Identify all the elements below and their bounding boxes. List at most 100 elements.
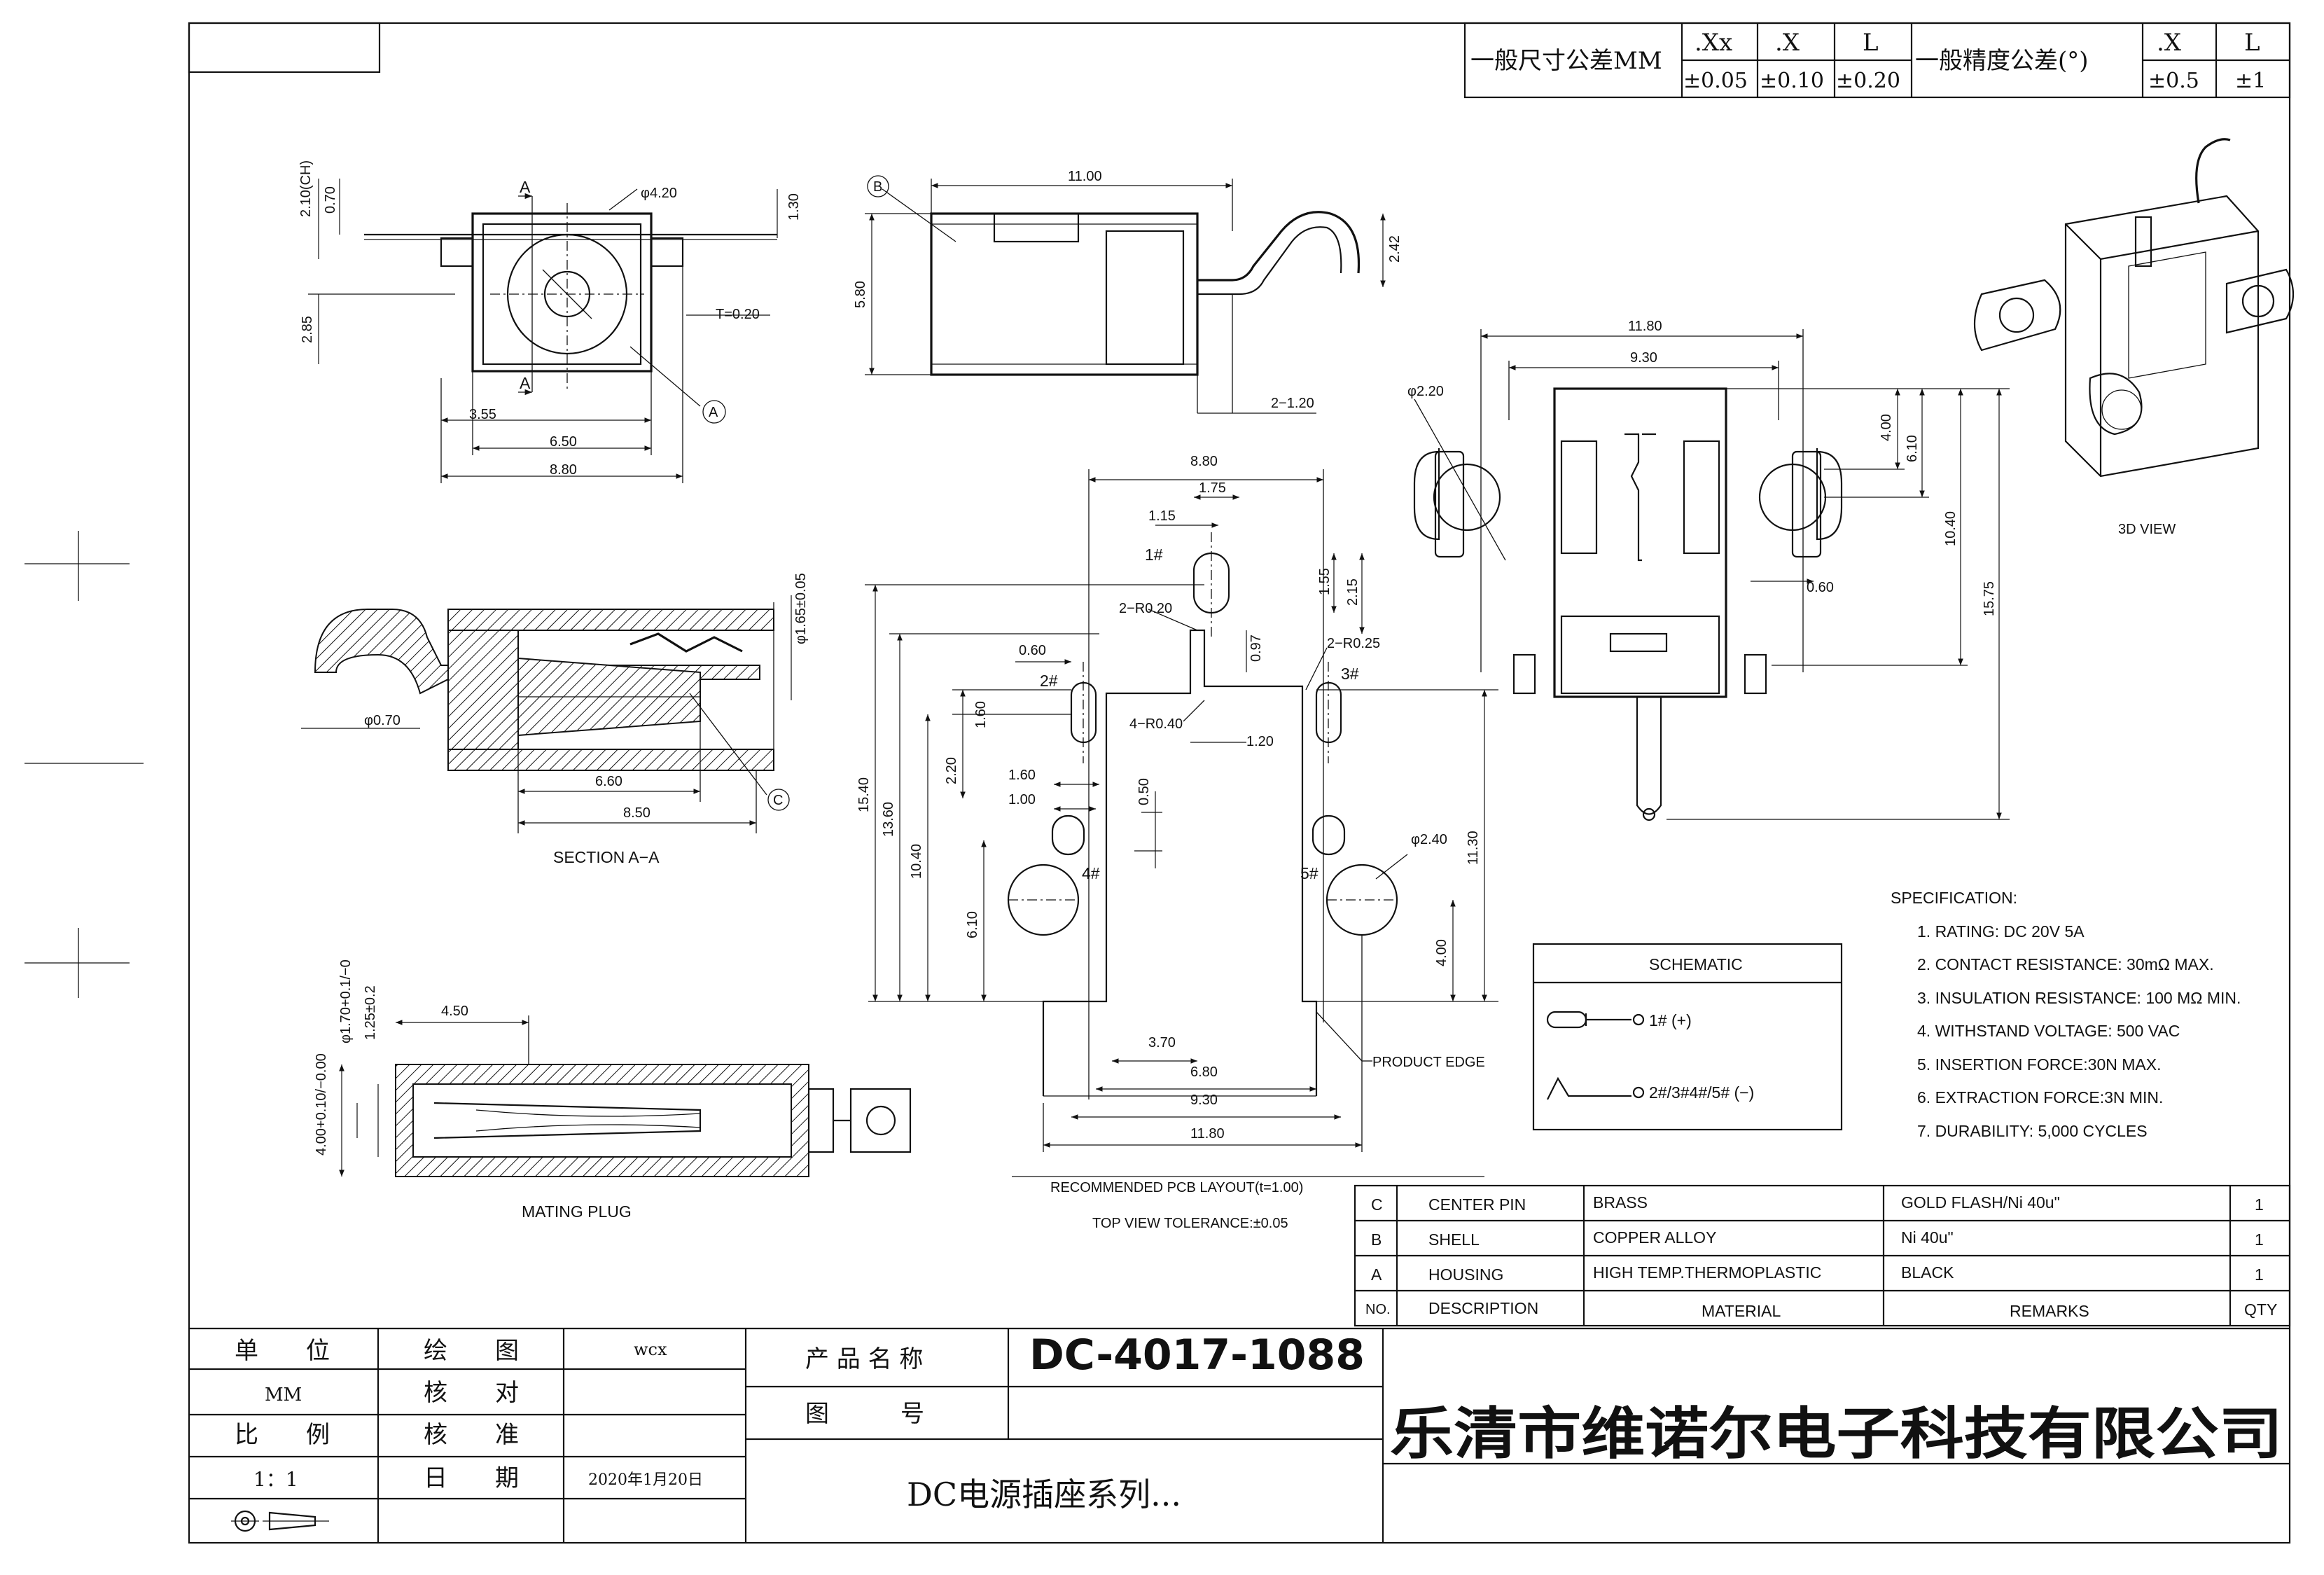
spec-item: 5. INSERTION FORCE:30N MAX. <box>1917 1055 2161 1074</box>
dim-label: 2.10(CH) <box>298 160 314 217</box>
dim-label: 8.80 <box>1190 454 1218 469</box>
bom-row-remarks: GOLD FLASH/Ni 40u" <box>1901 1193 2060 1212</box>
dim-label: φ1.70+0.1/−0 <box>338 959 354 1043</box>
dim-tol-value: ±0.10 <box>1760 69 1824 93</box>
dim-label: 11.80 <box>1190 1126 1225 1142</box>
bottom-view: 11.80 9.30 φ2.20 4.00 6.10 10.40 15.75 0… <box>1407 319 2010 821</box>
dim-label: 2.85 <box>300 316 315 343</box>
bom-header: QTY <box>2244 1300 2277 1319</box>
dim-label: φ2.40 <box>1411 832 1447 847</box>
bom-row-no: B <box>1371 1230 1382 1249</box>
dim-label: 4.50 <box>441 1004 468 1019</box>
dim-label: 1.25±0.2 <box>363 985 378 1040</box>
dim-label: 0.70 <box>323 186 338 214</box>
approve-label: 核 准 <box>424 1421 519 1449</box>
callout-letter: C <box>773 793 783 808</box>
dim-label: 10.40 <box>1943 511 1958 546</box>
schematic-title: SCHEMATIC <box>1649 955 1743 973</box>
3d-view-caption: 3D VIEW <box>2118 522 2176 537</box>
title-block: 单 位 MM 比 例 1：1 绘 图 核 对 核 准 日 期 wcx 2020年… <box>189 1327 2290 1543</box>
callout-letter: A <box>709 405 718 420</box>
bom-row-desc: HOUSING <box>1428 1265 1503 1284</box>
bom-row-remarks: Ni 40u" <box>1901 1228 1954 1247</box>
spec-item: 3. INSULATION RESISTANCE: 100 MΩ MIN. <box>1917 989 2241 1007</box>
bom-row-no: A <box>1371 1265 1382 1284</box>
mating-plug-view: φ1.70+0.1/−0 1.25±0.2 4.50 4.00+0.10/−0.… <box>314 959 912 1221</box>
series-name: DC电源插座系列... <box>907 1476 1181 1513</box>
dim-label: φ0.70 <box>364 713 401 728</box>
company-name: 乐清市维诺尔电子科技有限公司 <box>1390 1401 2283 1466</box>
dim-label: 4.00 <box>1879 414 1894 441</box>
product-name-value: DC-4017-1088 <box>1029 1331 1365 1380</box>
product-name-label: 产 品 名 称 <box>805 1345 923 1373</box>
dim-tol-header: L <box>1863 29 1879 57</box>
tolerance-table: 一般尺寸公差MM .Xx .X L ±0.05 ±0.10 ±0.20 一般精度… <box>1463 22 2291 99</box>
pin-label: 4# <box>1082 864 1100 882</box>
general-angle-tol-label: 一般精度公差(°) <box>1915 47 2089 75</box>
bom-header: REMARKS <box>2010 1302 2089 1320</box>
dim-label: 3.70 <box>1148 1035 1176 1050</box>
pcb-caption: RECOMMENDED PCB LAYOUT(t=1.00) <box>1050 1180 1303 1195</box>
dim-label: 8.50 <box>623 805 650 821</box>
dim-label: 1.00 <box>1008 792 1036 807</box>
3d-view: 3D VIEW <box>1973 138 2294 537</box>
scale-value: 1：1 <box>253 1468 298 1491</box>
drawn-label: 绘 图 <box>424 1337 519 1365</box>
dim-label: 1.55 <box>1317 568 1333 595</box>
section-mark: A <box>520 374 531 392</box>
unit-value: MM <box>265 1385 302 1406</box>
check-label: 核 对 <box>424 1379 519 1407</box>
dim-label: 11.80 <box>1628 319 1662 334</box>
dim-label: 13.60 <box>881 802 896 837</box>
dim-label: 6.10 <box>1905 435 1920 462</box>
dim-label: 4.00 <box>1434 939 1449 966</box>
dim-label: 11.00 <box>1068 169 1102 184</box>
angle-tol-header: L <box>2244 29 2260 57</box>
scale-label: 比 例 <box>235 1421 330 1449</box>
dim-label: 8.80 <box>550 462 577 478</box>
drawn-value: wcx <box>634 1340 667 1359</box>
pin-label: 3# <box>1341 665 1359 683</box>
dim-label: 2.20 <box>944 757 959 784</box>
spec-item: 1. RATING: DC 20V 5A <box>1917 922 2085 941</box>
bom-row-material: HIGH TEMP.THERMOPLASTIC <box>1593 1263 1821 1282</box>
unit-label: 单 位 <box>235 1337 330 1365</box>
dim-label: 11.30 <box>1466 831 1481 865</box>
dim-label: 15.75 <box>1982 581 1997 616</box>
dim-tol-value: ±0.05 <box>1683 69 1748 93</box>
pin-label: 5# <box>1300 864 1318 882</box>
dim-label: φ4.20 <box>641 186 677 201</box>
general-dim-tol-label: 一般尺寸公差MM <box>1470 47 1662 75</box>
dim-tol-header: .X <box>1775 29 1800 57</box>
callout-letter: B <box>873 179 882 195</box>
top-view: A A 2.10(CH) 0.70 φ4.20 1.30 2.85 T=0.20… <box>298 160 802 483</box>
section-mark: A <box>520 178 531 196</box>
dim-label: 6.60 <box>595 774 622 789</box>
dim-label: 2−1.20 <box>1271 396 1314 411</box>
dim-label: 1.60 <box>973 701 989 728</box>
dim-label: φ2.20 <box>1407 384 1444 399</box>
spec-item: 4. WITHSTAND VOLTAGE: 500 VAC <box>1917 1022 2180 1040</box>
drawing-label-box <box>188 22 381 74</box>
projection-symbol-icon <box>231 1510 329 1532</box>
angle-tol-value: ±1 <box>2235 69 2266 93</box>
drawing-border <box>188 22 2291 1544</box>
dim-label: 1.30 <box>786 193 802 221</box>
dim-label: 0.97 <box>1248 634 1264 662</box>
bom-row-no: C <box>1371 1195 1383 1214</box>
bom-header: MATERIAL <box>1702 1302 1781 1320</box>
angle-tol-header: .X <box>2157 29 2182 57</box>
dim-label: T=0.20 <box>716 307 760 322</box>
dim-tol-header: .Xx <box>1695 29 1732 57</box>
spec-item: 6. EXTRACTION FORCE:3N MIN. <box>1917 1088 2163 1106</box>
bom-row-qty: 1 <box>2255 1265 2264 1284</box>
dim-label: 6.50 <box>550 434 577 450</box>
dim-label: 1.20 <box>1246 734 1274 749</box>
bom-row-qty: 1 <box>2255 1195 2264 1214</box>
registration-marks <box>25 531 144 998</box>
dim-label: 5.80 <box>853 281 868 308</box>
specification-block: SPECIFICATION: 1. RATING: DC 20V 5A 2. C… <box>1891 889 2241 1140</box>
bom-row-desc: CENTER PIN <box>1428 1195 1526 1214</box>
date-value: 2020年1月20日 <box>588 1471 703 1489</box>
